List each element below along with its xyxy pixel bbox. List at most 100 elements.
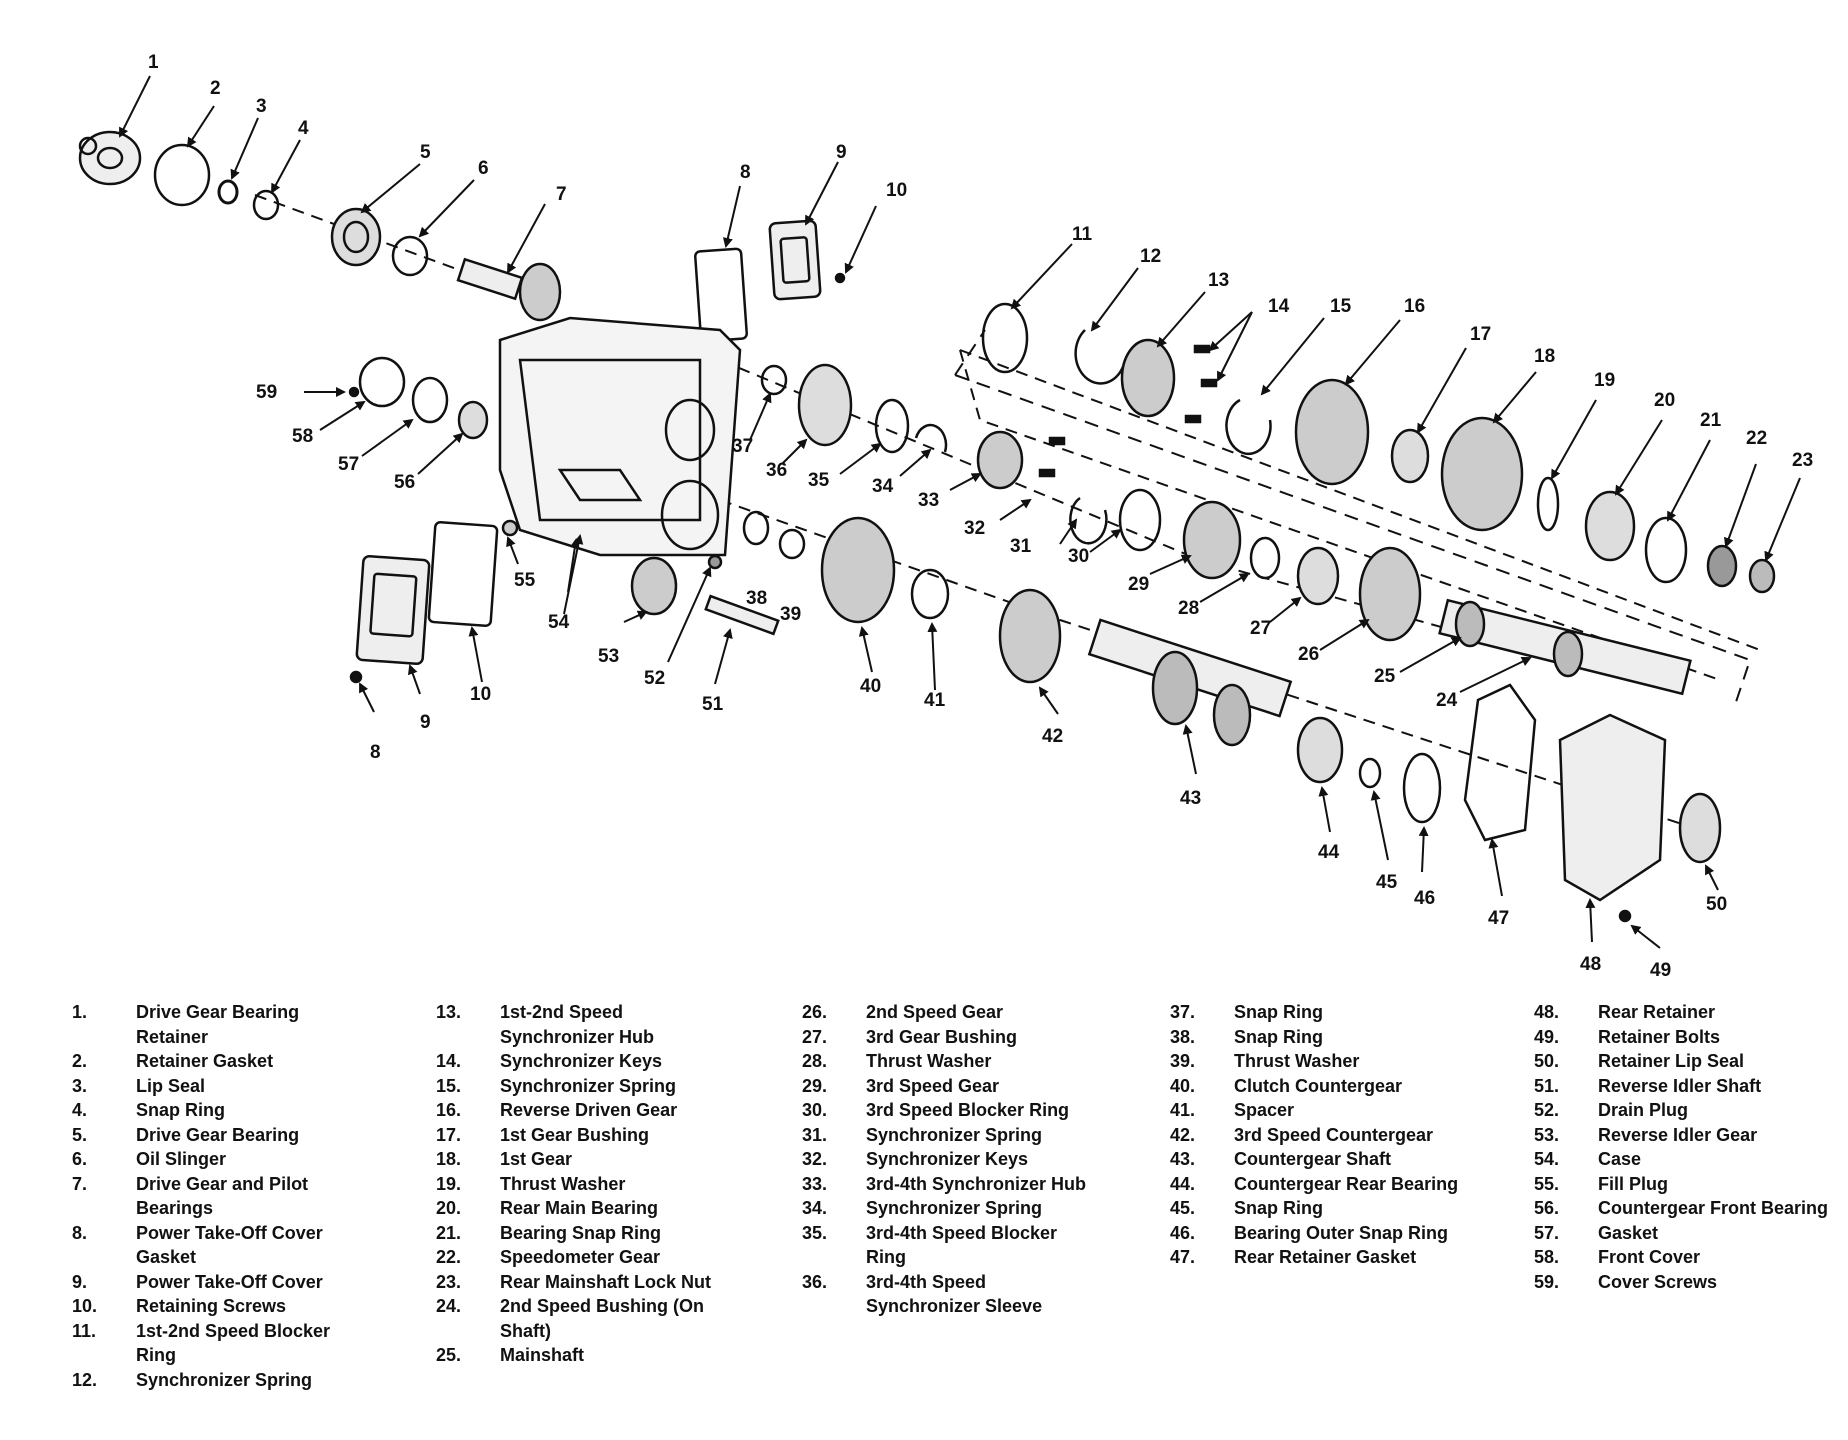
- callout-33: 33: [918, 490, 939, 511]
- part-34-synchronizer-spring: [914, 423, 948, 453]
- legend-item: 33.3rd-4th Synchronizer Hub: [802, 1172, 1098, 1197]
- callout-20: 20: [1654, 390, 1675, 411]
- legend-label: Oil Slinger: [136, 1149, 227, 1169]
- callout-30: 30: [1068, 546, 1089, 567]
- legend-label: Case: [1598, 1149, 1642, 1169]
- legend-number: 16.: [436, 1100, 462, 1120]
- part-25-mainshaft: [1438, 598, 1692, 696]
- part-11-blocker-ring: [981, 302, 1029, 374]
- callout-23: 23: [1792, 450, 1813, 471]
- legend-item: 25.Mainshaft: [436, 1343, 732, 1368]
- legend-label: Retainer Bolts: [1598, 1026, 1721, 1047]
- legend-label: Drain Plug: [1598, 1100, 1689, 1120]
- callout-4: 4: [298, 118, 309, 139]
- legend-label: Speedometer Gear: [500, 1247, 661, 1267]
- legend-number: 8.: [72, 1222, 88, 1243]
- legend-item: 58. Front Cover: [1534, 1245, 1830, 1270]
- legend-label: 1st Gear Bushing: [500, 1124, 650, 1145]
- legend-label: 3rd-4th Speed Synchronizer Sleeve: [866, 1271, 1043, 1317]
- part-27-3rd-gear-bushing: [1296, 546, 1340, 606]
- legend-item: 14.Synchronizer Keys: [436, 1049, 732, 1074]
- legend-label: Bearing Snap Ring: [500, 1222, 662, 1243]
- part-22-speedometer-gear: [1706, 544, 1738, 588]
- legend-number: 17.: [436, 1124, 462, 1145]
- callout-3: 3: [256, 96, 267, 117]
- legend-item: 36.3rd-4th Speed Synchronizer Sleeve: [802, 1270, 1098, 1319]
- legend-label: 3rd Gear Bushing: [866, 1026, 1018, 1047]
- legend-label: 1st-2nd Speed Synchronizer Hub: [500, 1002, 655, 1047]
- callout-40: 40: [860, 676, 881, 697]
- legend-item: 49.Retainer Bolts: [1534, 1025, 1830, 1050]
- legend-number: 47.: [1170, 1247, 1196, 1267]
- part-32-synchronizer-keys: [1038, 436, 1066, 478]
- legend-number: 43.: [1170, 1149, 1196, 1169]
- callout-42: 42: [1042, 726, 1063, 747]
- legend-label: Snap Ring: [136, 1100, 225, 1120]
- legend-item: 30.3rd Speed Blocker Ring: [802, 1098, 1098, 1123]
- legend-number: 20.: [436, 1198, 462, 1218]
- part-46-bearing-outer-snap-ring: [1402, 752, 1442, 824]
- legend-item: 59.Cover Screws: [1534, 1270, 1830, 1295]
- legend-number: 37.: [1170, 1002, 1196, 1022]
- legend-item: 44.Countergear Rear Bearing: [1170, 1172, 1466, 1197]
- part-6-oil-slinger: [391, 235, 429, 277]
- part-57-gasket: [411, 376, 449, 424]
- legend-label: Snap Ring: [1234, 1198, 1323, 1218]
- part-21-bearing-snap-ring: [1644, 516, 1688, 584]
- legend-item: 24.2nd Speed Bushing (On Shaft): [436, 1294, 732, 1343]
- part-38-snap-ring: [742, 510, 770, 546]
- part-56-countergear-front-bearing: [457, 400, 489, 440]
- legend-label: Drive Gear Bearing: [136, 1124, 300, 1145]
- legend-number: 24.: [436, 1296, 462, 1316]
- legend-label: Thrust Washer: [1234, 1051, 1360, 1071]
- callout-38: 38: [746, 588, 767, 609]
- legend-item: 11.1st-2nd Speed Blocker Ring: [72, 1319, 368, 1368]
- part-5-drive-gear-bearing: [330, 207, 382, 267]
- legend-item: 26.2nd Speed Gear: [802, 1000, 1098, 1025]
- part-39-thrust-washer: [778, 528, 806, 560]
- callout-12: 12: [1140, 246, 1161, 267]
- legend-item: 40.Clutch Countergear: [1170, 1074, 1466, 1099]
- part-28-thrust-washer: [1249, 536, 1281, 580]
- callout-47: 47: [1488, 908, 1509, 929]
- callout-6: 6: [478, 158, 489, 179]
- legend-label: Front Cover: [1598, 1247, 1701, 1267]
- callout-22: 22: [1746, 428, 1767, 449]
- legend-item: 46.Bearing Outer Snap Ring: [1170, 1221, 1466, 1246]
- legend-item: 6.Oil Slinger: [72, 1147, 368, 1172]
- part-2-retainer-gasket: [153, 143, 211, 207]
- callout-19: 19: [1594, 370, 1615, 391]
- legend-label: Fill Plug: [1598, 1173, 1668, 1194]
- legend-column-1: 1.Drive Gear Bearing Retainer 2.Retainer…: [72, 1000, 368, 1392]
- legend-number: 29.: [802, 1075, 828, 1096]
- callout-26: 26: [1298, 644, 1319, 665]
- part-49-retainer-bolt: [1618, 909, 1632, 923]
- callout-34: 34: [872, 476, 894, 497]
- callout-21: 21: [1700, 410, 1722, 431]
- part-14-synchronizer-keys: [1184, 344, 1218, 424]
- legend-label: Synchronizer Spring: [136, 1369, 313, 1390]
- part-33-synchronizer-hub: [976, 430, 1024, 490]
- part-43-countergear-shaft: [1087, 618, 1293, 747]
- legend-number: 58.: [1534, 1247, 1560, 1267]
- callout-55: 55: [514, 570, 536, 591]
- part-29-3rd-speed-gear: [1182, 500, 1242, 580]
- legend-number: 52.: [1534, 1100, 1560, 1120]
- legend-column-3: 26.2nd Speed Gear 27.3rd Gear Bushing 28…: [802, 1000, 1098, 1319]
- legend-label: Rear Main Bearing: [500, 1198, 659, 1218]
- legend-number: 31.: [802, 1124, 828, 1145]
- legend-item: 43.Countergear Shaft: [1170, 1147, 1466, 1172]
- legend-number: 35.: [802, 1222, 828, 1243]
- legend-number: 25.: [436, 1345, 462, 1365]
- leader-arrows: [119, 75, 1801, 949]
- legend-number: 10.: [72, 1296, 98, 1316]
- part-20-rear-main-bearing: [1584, 490, 1636, 562]
- legend-label: Synchronizer Keys: [500, 1051, 663, 1071]
- legend-label: Clutch Countergear: [1234, 1075, 1403, 1096]
- legend-item: 8.Power Take-Off Cover Gasket: [72, 1221, 368, 1270]
- legend-item: 52. Drain Plug: [1534, 1098, 1830, 1123]
- legend-item: 2.Retainer Gasket: [72, 1049, 368, 1074]
- legend-label: Bearing Outer Snap Ring: [1234, 1222, 1449, 1243]
- callout-13: 13: [1208, 270, 1229, 291]
- legend-label: Power Take-Off Cover: [136, 1271, 323, 1292]
